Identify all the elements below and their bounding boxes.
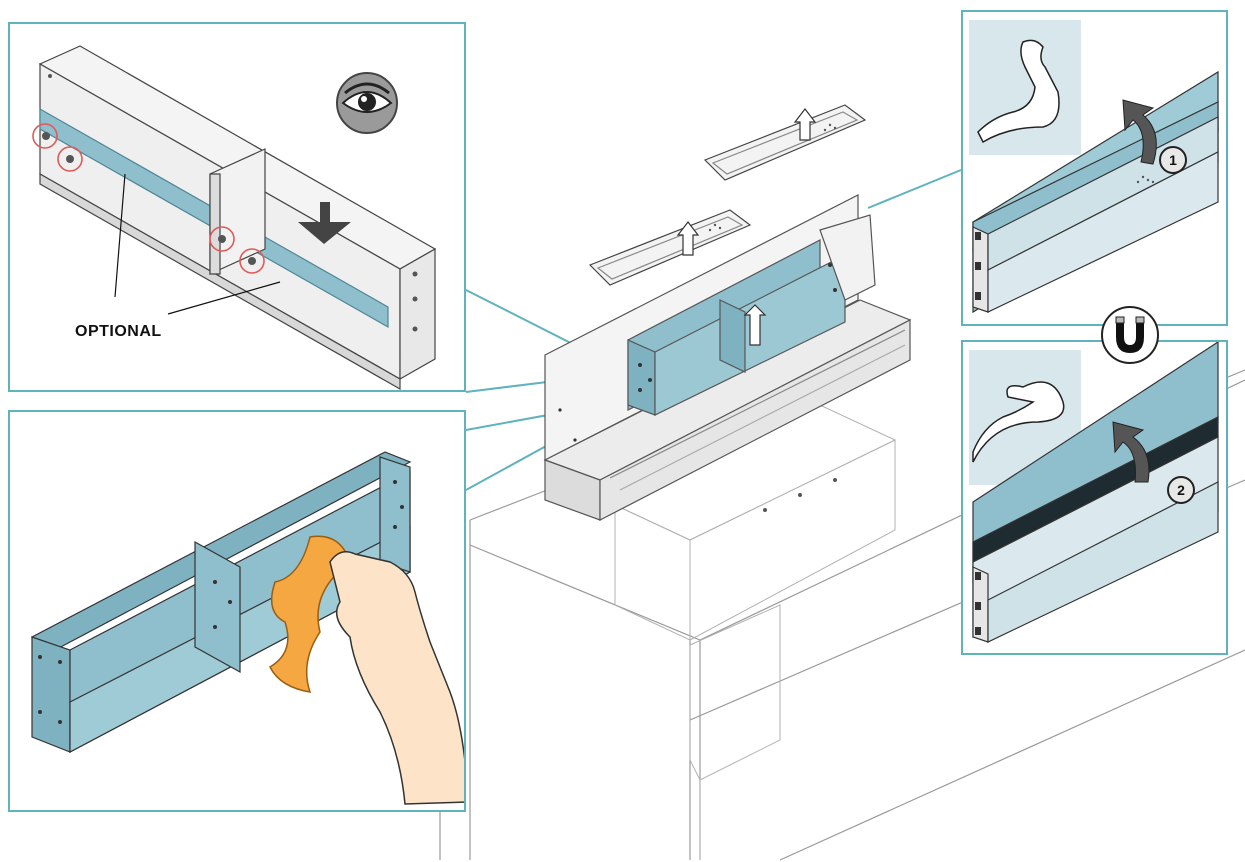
highlight-circles	[32, 123, 265, 274]
lid-cover-left	[588, 209, 752, 286]
lid-cover-right	[703, 104, 867, 181]
step-2-badge	[1167, 476, 1195, 504]
step-2-number: 2	[1177, 482, 1185, 498]
main-unit-holes	[558, 263, 837, 442]
step-1-drawing: 1	[969, 20, 1219, 314]
callout-leader-lines	[114, 173, 281, 315]
lower-cabinet-holes	[763, 478, 837, 512]
optional-callout-label: OPTIONAL	[75, 323, 162, 340]
eye-icon	[336, 72, 398, 134]
inspect-panel: OPTIONAL	[8, 22, 466, 392]
main-unit	[543, 194, 912, 521]
step-1-number: 1	[1169, 152, 1177, 168]
down-arrow-icon	[298, 202, 351, 244]
rail-inspection-drawing	[32, 45, 437, 390]
step-2-drawing: 2	[969, 342, 1219, 643]
magnet-icon	[1101, 306, 1159, 364]
step-1-panel: 1	[961, 10, 1228, 326]
lid-dots	[708, 123, 837, 232]
blue-box-cleaning-drawing	[30, 451, 464, 805]
lift-arrow-2-icon	[1112, 421, 1150, 483]
light-arm-icon	[977, 39, 1060, 144]
wipe-panel	[8, 410, 466, 812]
step-2-panel: 2	[961, 340, 1228, 655]
step-1-badge	[1159, 146, 1187, 174]
strong-arm-icon	[972, 381, 1065, 463]
cloth-hand-icon	[329, 551, 464, 805]
lift-arrow-1-icon	[1122, 99, 1157, 165]
